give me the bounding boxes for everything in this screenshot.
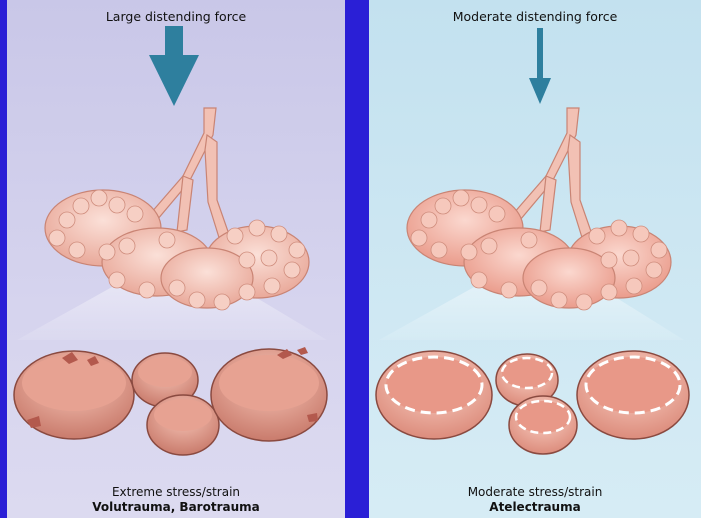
lung-lobes bbox=[45, 190, 309, 310]
trauma-label: Volutrauma, Barotrauma bbox=[7, 500, 345, 515]
right-panel: Moderate distending force bbox=[369, 0, 701, 518]
airway-tree bbox=[150, 108, 231, 244]
trauma-label: Atelectrauma bbox=[369, 500, 701, 515]
large-force-arrow bbox=[149, 26, 199, 106]
moderate-force-arrow bbox=[529, 28, 551, 104]
left-panel: Large distending force bbox=[7, 0, 345, 518]
lung-lobes bbox=[407, 190, 671, 310]
alveoli-sections bbox=[376, 351, 689, 454]
right-illustration bbox=[369, 0, 701, 518]
stress-label: Moderate stress/strain bbox=[369, 485, 701, 500]
left-illustration bbox=[7, 0, 345, 518]
alveoli-sections bbox=[14, 347, 327, 455]
stress-label: Extreme stress/strain bbox=[7, 485, 345, 500]
airway-tree bbox=[513, 108, 594, 244]
